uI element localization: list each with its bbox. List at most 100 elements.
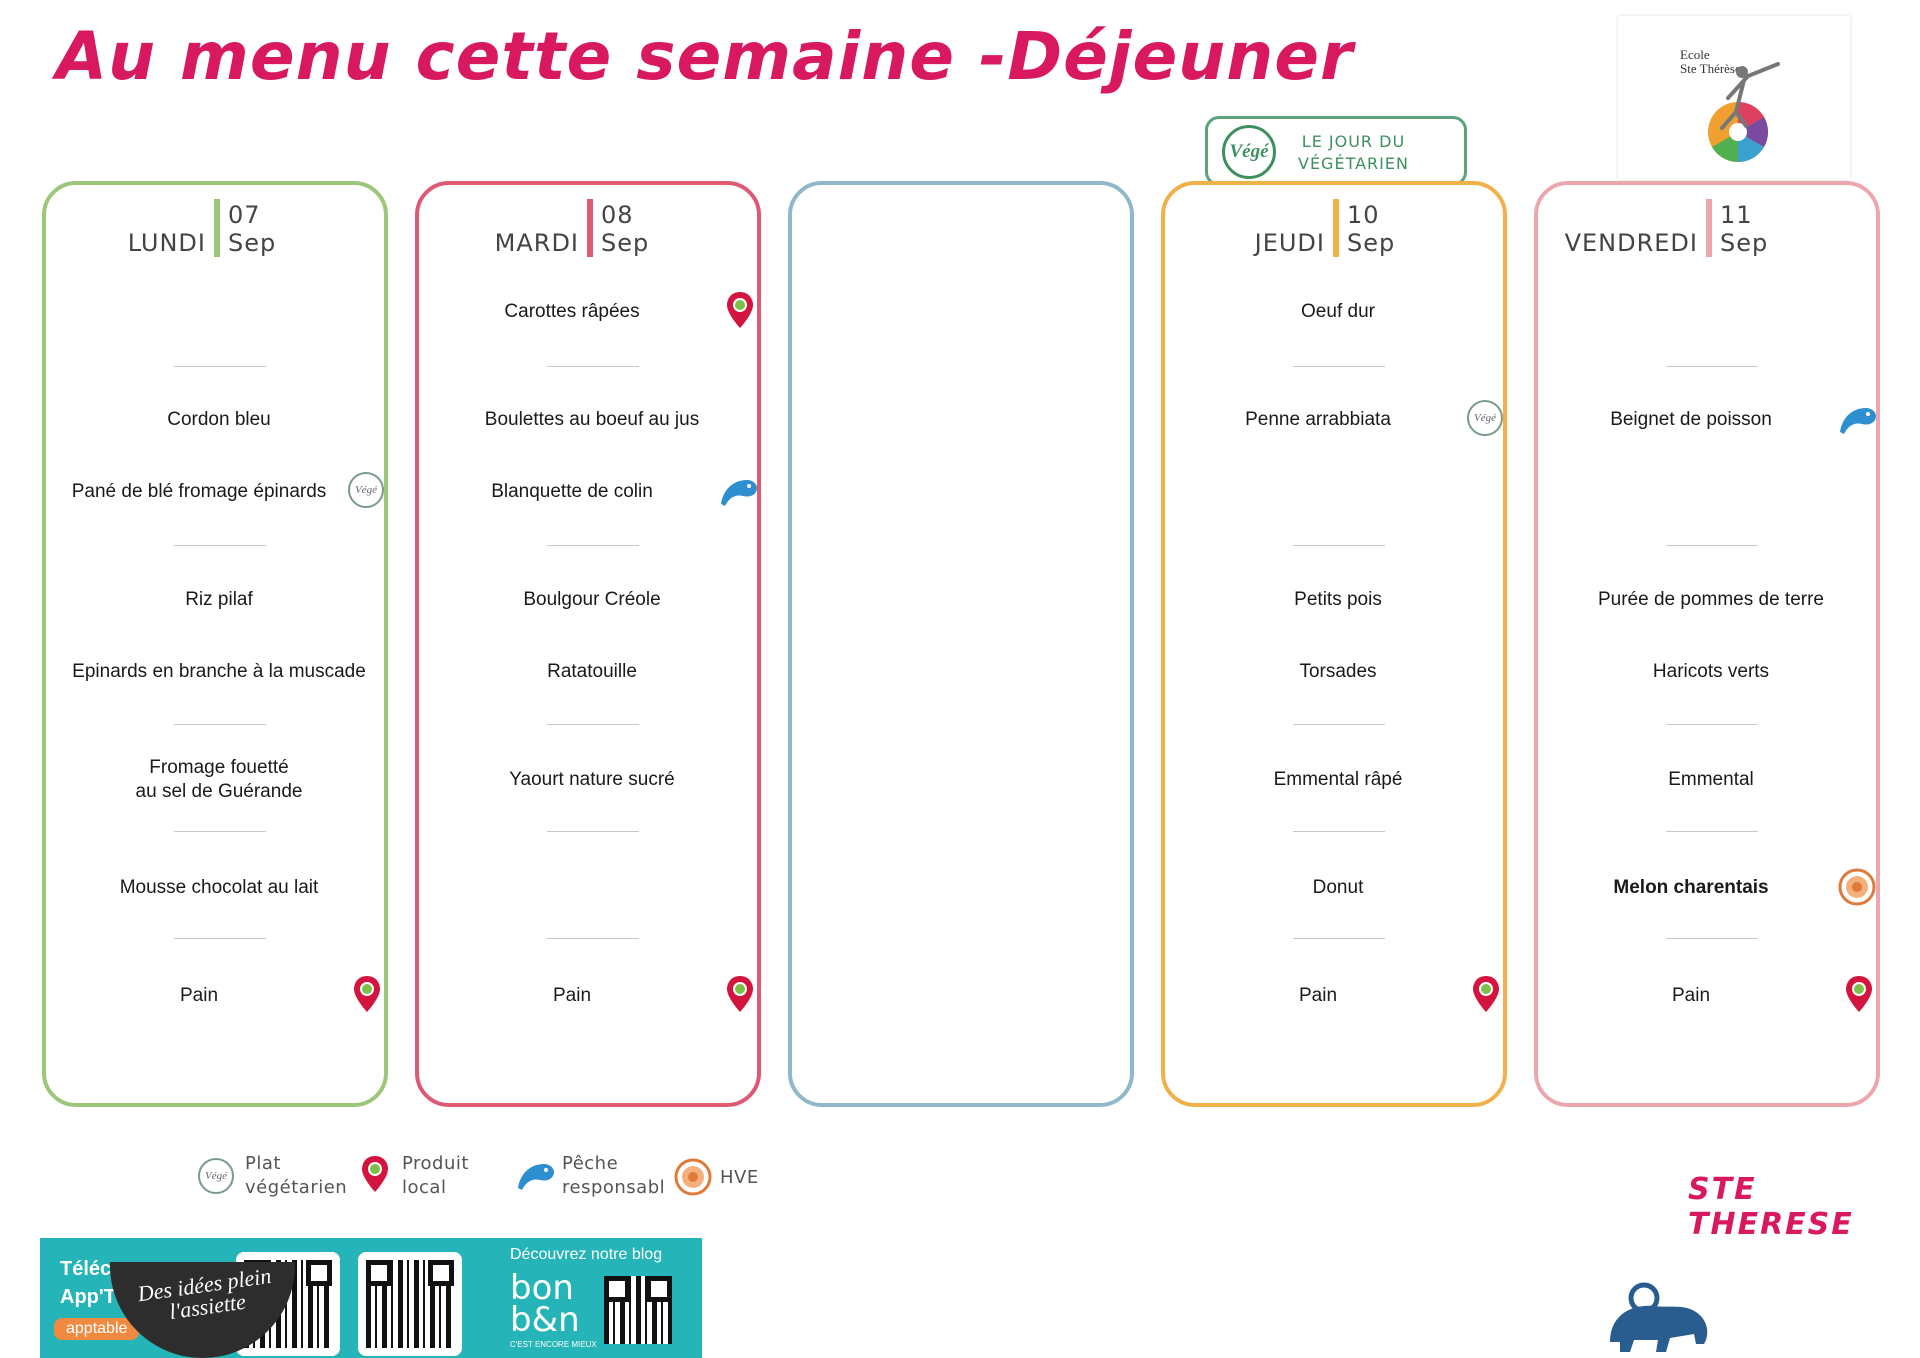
qr-code-3[interactable] — [596, 1268, 680, 1352]
day-number: 10 — [1347, 201, 1380, 229]
banner-text2: App'T — [60, 1286, 116, 1308]
menu-item: Donut — [1312, 877, 1364, 898]
local-pin-icon — [354, 976, 380, 1012]
legend-vege-text: Plat végétarien — [245, 1152, 347, 1200]
menu-item: Oeuf dur — [1301, 301, 1375, 322]
course-separator — [547, 938, 639, 939]
menu-item: Boulettes au boeuf au jus — [484, 409, 700, 430]
day-month: Sep — [601, 229, 650, 257]
menu-item: Pain — [179, 985, 219, 1006]
menu-item: Pain — [552, 985, 592, 1006]
legend-vege-line2: végétarien — [245, 1177, 348, 1198]
bison-logo-icon — [1610, 1282, 1708, 1352]
menu-item: Yaourt nature sucré — [509, 769, 675, 790]
vege-day-text: LE JOUR DU VÉGÉTARIEN — [1298, 131, 1409, 175]
course-separator — [1293, 366, 1385, 367]
course-separator — [547, 724, 639, 725]
course-separator — [1666, 831, 1758, 832]
local-pin-icon — [1473, 976, 1499, 1012]
vege-legend-icon: Végé — [198, 1158, 234, 1194]
logo-line2: Ste Thérèse — [1680, 61, 1741, 76]
menu-item: Blanquette de colin — [491, 481, 653, 502]
legend-local-text: Produit local — [402, 1152, 469, 1200]
day-name: JEUDI — [1254, 229, 1325, 257]
day-bar — [1333, 199, 1339, 257]
menu-item: Emmental — [1668, 769, 1754, 790]
menu-item: Petits pois — [1294, 589, 1382, 610]
day-bar — [214, 199, 220, 257]
legend-local-line1: Produit — [402, 1153, 469, 1174]
day-name: LUNDI — [127, 229, 206, 257]
menu-item: Melon charentais — [1613, 877, 1769, 898]
apptable-badge[interactable]: apptable — [54, 1318, 140, 1340]
app-banner: Téléc App'T apptable Découvrez notre blo… — [40, 1238, 702, 1358]
course-separator — [174, 938, 266, 939]
day-month: Sep — [1720, 229, 1769, 257]
course-separator — [1666, 366, 1758, 367]
menu-item: Pain — [1298, 985, 1338, 1006]
course-separator — [1666, 545, 1758, 546]
course-separator — [174, 545, 266, 546]
course-separator — [1293, 938, 1385, 939]
local-pin-icon — [362, 1156, 388, 1192]
course-separator — [547, 831, 639, 832]
menu-item: Purée de pommes de terre — [1597, 589, 1824, 610]
vege-icon: Végé — [348, 472, 384, 508]
legend-peche-line2: responsabl — [562, 1177, 666, 1198]
menu-item: Boulgour Créole — [523, 589, 661, 610]
logo-text: Ecole Ste Thérèse — [1680, 48, 1741, 76]
legend-local-line2: local — [402, 1177, 447, 1198]
course-separator — [1293, 545, 1385, 546]
day-month: Sep — [228, 229, 277, 257]
school-name: STE THERESE — [1688, 1172, 1854, 1242]
fish-icon — [721, 480, 757, 506]
local-pin-icon — [1846, 976, 1872, 1012]
page-title: Au menu cette semaine -Déjeuner — [56, 18, 1354, 95]
menu-item: Beignet de poisson — [1610, 409, 1772, 430]
menu-item: Riz pilaf — [185, 589, 253, 610]
fish-icon — [518, 1164, 554, 1190]
day-bar — [587, 199, 593, 257]
fish-icon — [1840, 408, 1876, 434]
blog-text: Découvrez notre blog — [510, 1246, 663, 1263]
vege-badge: Végé — [1222, 125, 1276, 179]
course-separator — [1293, 831, 1385, 832]
day-column-empty — [788, 181, 1134, 1107]
menu-item: Carottes râpées — [504, 301, 640, 322]
qr-code-2[interactable] — [358, 1252, 462, 1356]
banner-text1: Téléc — [60, 1258, 112, 1280]
bonbon-logo: bon b&n — [510, 1268, 580, 1340]
local-pin-icon — [727, 976, 753, 1012]
menu-item: Torsades — [1299, 661, 1377, 682]
day-month: Sep — [1347, 229, 1396, 257]
menu-item: Haricots verts — [1652, 661, 1770, 682]
menu-item: Fromage fouetté au sel de Guérande — [135, 757, 303, 802]
course-separator — [1666, 724, 1758, 725]
menu-item: Pain — [1671, 985, 1711, 1006]
menu-item: Cordon bleu — [167, 409, 271, 430]
day-number: 07 — [228, 201, 261, 229]
course-separator — [547, 545, 639, 546]
menu-item: Mousse chocolat au lait — [119, 877, 319, 898]
dancer-logo-icon — [1708, 62, 1780, 162]
day-name: VENDREDI — [1564, 229, 1698, 257]
legend-vege-line1: Plat — [245, 1153, 281, 1174]
bonbon-mieux: C'EST ENCORE MIEUX — [510, 1340, 597, 1349]
vege-day-banner: Végé LE JOUR DU VÉGÉTARIEN — [1205, 116, 1467, 186]
day-bar — [1706, 199, 1712, 257]
course-separator — [174, 366, 266, 367]
legend-peche-text: Pêche responsabl — [562, 1152, 665, 1200]
legend-peche-line1: Pêche — [562, 1153, 619, 1174]
logo-line1: Ecole — [1680, 47, 1710, 62]
vege-icon: Végé — [1467, 400, 1503, 436]
